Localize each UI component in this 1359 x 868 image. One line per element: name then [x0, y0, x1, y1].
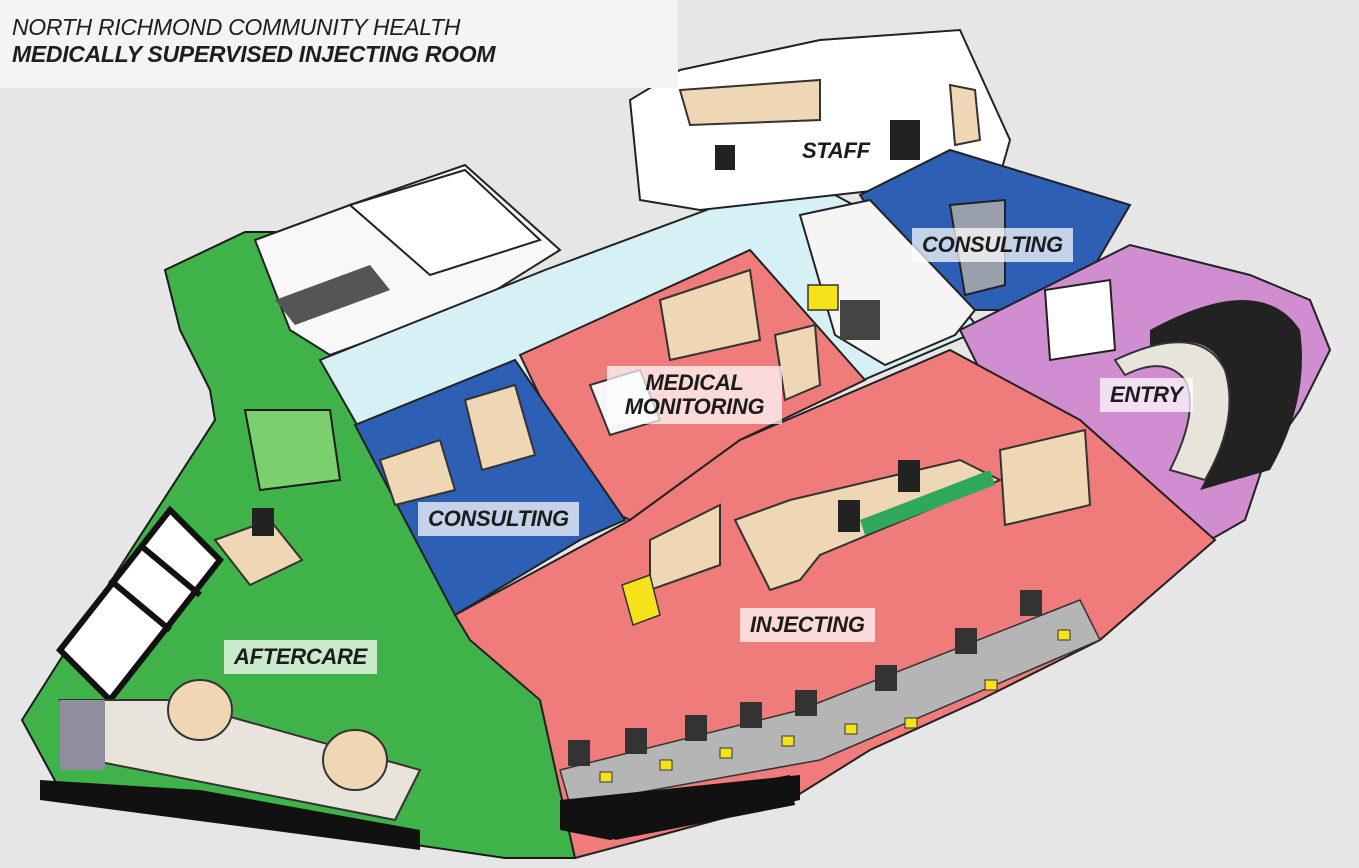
booth-bins [599, 629, 1071, 783]
label-entry: ENTRY [1100, 378, 1193, 413]
title-organisation: NORTH RICHMOND COMMUNITY HEALTH [12, 14, 461, 40]
booth-seats [568, 590, 1042, 766]
supply-room [798, 198, 977, 367]
staff-zone [628, 28, 1012, 212]
upper-left-rooms [253, 163, 562, 357]
label-staff: STAFF [792, 134, 880, 169]
label-consulting-top: CONSULTING [912, 228, 1073, 263]
title-facility: MEDICALLY SUPERVISED INJECTING ROOM [12, 41, 496, 67]
aftercare-zone [20, 231, 577, 859]
label-consulting-left: CONSULTING [418, 502, 579, 537]
label-injecting: INJECTING [740, 608, 875, 643]
title-banner: NORTH RICHMOND COMMUNITY HEALTH MEDICALL… [0, 0, 678, 88]
label-aftercare: AFTERCARE [224, 640, 377, 675]
label-medical-monitoring: MEDICAL MONITORING [607, 366, 782, 425]
consulting-left-zone [353, 358, 627, 617]
